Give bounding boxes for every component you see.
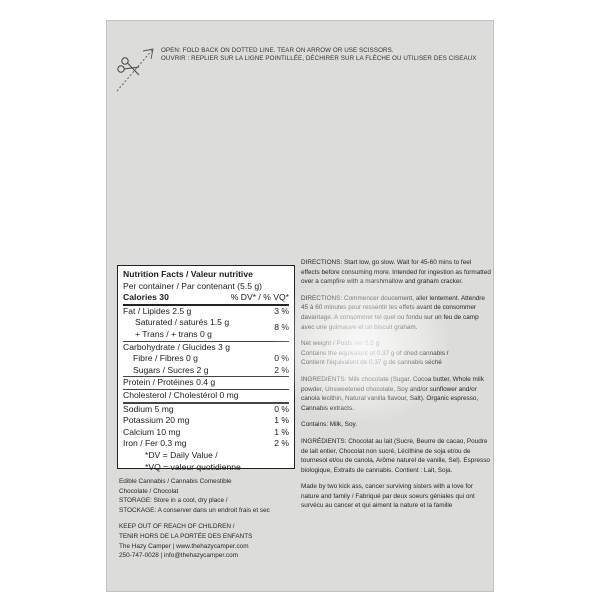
nutrient-row: Potassium 20 mg 1 %: [123, 415, 289, 427]
calories-row: Calories 30 % DV* / % VQ*: [123, 292, 289, 306]
contact-line2: 250-747-0028 | info@thehazycamper.com: [119, 552, 238, 560]
nutrient-row: + Trans / + trans 0 g: [123, 329, 289, 341]
nutrient-label: + Trans / + trans 0 g: [135, 328, 212, 339]
directions-fr: DIRECTIONS: Commencer doucement, aller l…: [301, 294, 485, 331]
nutrition-title: Nutrition Facts / Valeur nutritive: [123, 269, 253, 279]
left-lower-text: Edible Cannabis / Cannabis Comestible Ch…: [119, 477, 295, 561]
nutrient-row: Calcium 10 mg 1 %: [123, 427, 289, 439]
nutrient-dv: 3 %: [274, 305, 289, 316]
scissors-icon: [116, 48, 154, 92]
calories-label: Calories 30: [123, 292, 169, 303]
contains-allergens: Contains: Milk, Soy.: [301, 421, 357, 429]
nutrient-row: Iron / Fer 0.3 mg 2 %: [123, 438, 289, 450]
open-text-en: OPEN: FOLD BACK ON DOTTED LINE. TEAR ON …: [161, 47, 394, 54]
nutrient-dv: 1 %: [274, 415, 289, 426]
nutrient-label: Sodium 5 mg: [123, 403, 174, 414]
nutrition-footnote-dv: *DV = Daily Value /: [145, 449, 218, 460]
nutrient-label: Cholesterol / Cholestérol 0 mg: [123, 389, 239, 400]
warning-fr: TENIR HORS DE LA PORTÉE DES ENFANTS: [119, 532, 253, 540]
contact-line1: The Hazy Camper | www.thehazycamper.com: [119, 542, 249, 550]
nutrient-label: Iron / Fer 0.3 mg: [123, 438, 187, 449]
cannabis-equivalent-en: Contains the equivalent of 0.37 g of dri…: [301, 349, 449, 357]
net-weight: Net weight / Poids net 5.5 g: [301, 340, 380, 348]
warning-en: KEEP OUT OF REACH OF CHILDREN /: [119, 523, 235, 531]
product-type-line1: Edible Cannabis / Cannabis Comestible: [119, 478, 232, 485]
nutrient-row: Protein / Protéines 0.4 g: [123, 376, 289, 389]
nutrition-facts-table: Nutrition Facts / Valeur nutritive Per c…: [117, 265, 295, 472]
product-type-line2: Chocolate / Chocolat: [119, 487, 179, 495]
nutrient-row: Sodium 5 mg 0 %: [123, 401, 289, 416]
nutrient-dv: 0 %: [274, 353, 289, 364]
nutrient-label: Calcium 10 mg: [123, 426, 181, 437]
ingredients-en: INGREDIENTS: Milk chocolate (Sugar, Coco…: [301, 375, 484, 412]
ingredients-fr: INGRÉDIENTS: Chocolat au lait (Sucre, Be…: [301, 437, 490, 474]
open-text-fr: OUVRIR : REPLIER SUR LA LIGNE POINTILLÉE…: [161, 55, 477, 62]
nutrient-row: Fat / Lipides 2.5 g 3 %: [123, 306, 289, 318]
nutrient-label: Fat / Lipides 2.5 g: [123, 305, 192, 316]
directions-en: DIRECTIONS: Start low, go slow. Wait for…: [301, 259, 491, 286]
nutrient-label: Saturated / saturés 1.5 g: [135, 317, 230, 328]
nutrient-label: Carbohydrate / Glucides 3 g: [123, 341, 231, 352]
package-back-panel: OPEN: FOLD BACK ON DOTTED LINE. TEAR ON …: [106, 20, 494, 592]
nutrient-dv: 0 %: [274, 403, 289, 414]
nutrient-dv: 1 %: [274, 426, 289, 437]
nutrient-row: Cholesterol / Cholestérol 0 mg: [123, 388, 289, 402]
right-text-column: DIRECTIONS: Start low, go slow. Wait for…: [301, 258, 491, 518]
open-instructions: OPEN: FOLD BACK ON DOTTED LINE. TEAR ON …: [113, 45, 485, 101]
nutrient-dv: 2 %: [274, 438, 289, 449]
storage-fr: STOCKAGE: A conserver dans un endroit fr…: [119, 506, 270, 514]
nutrient-label: Potassium 20 mg: [123, 415, 190, 426]
made-by-text: Made by two kick ass, cancer surviving s…: [301, 483, 475, 510]
nutrition-per-container: Per container / Par contenant (5.5 g): [123, 280, 263, 291]
nutrient-row: Carbohydrate / Glucides 3 g: [123, 340, 289, 354]
nutrient-label: Protein / Protéines 0.4 g: [123, 377, 216, 388]
nutrient-dv: 2 %: [274, 364, 289, 375]
storage-en: STORAGE: Store in a cool, dry place /: [119, 497, 228, 505]
nutrient-row: Fibre / Fibres 0 g 0 %: [123, 353, 289, 365]
cannabis-equivalent-fr: Contient l'équivalent de 0,37 g de canna…: [301, 359, 442, 367]
nutrient-label: Sugars / Sucres 2 g: [133, 364, 209, 375]
nutrient-label: Fibre / Fibres 0 g: [133, 353, 198, 364]
nutrient-row: Sugars / Sucres 2 g 2 %: [123, 365, 289, 377]
dv-header: % DV* / % VQ*: [230, 292, 289, 303]
nutrition-footnote-vq: *VQ = valeur quotidienne: [145, 461, 241, 472]
